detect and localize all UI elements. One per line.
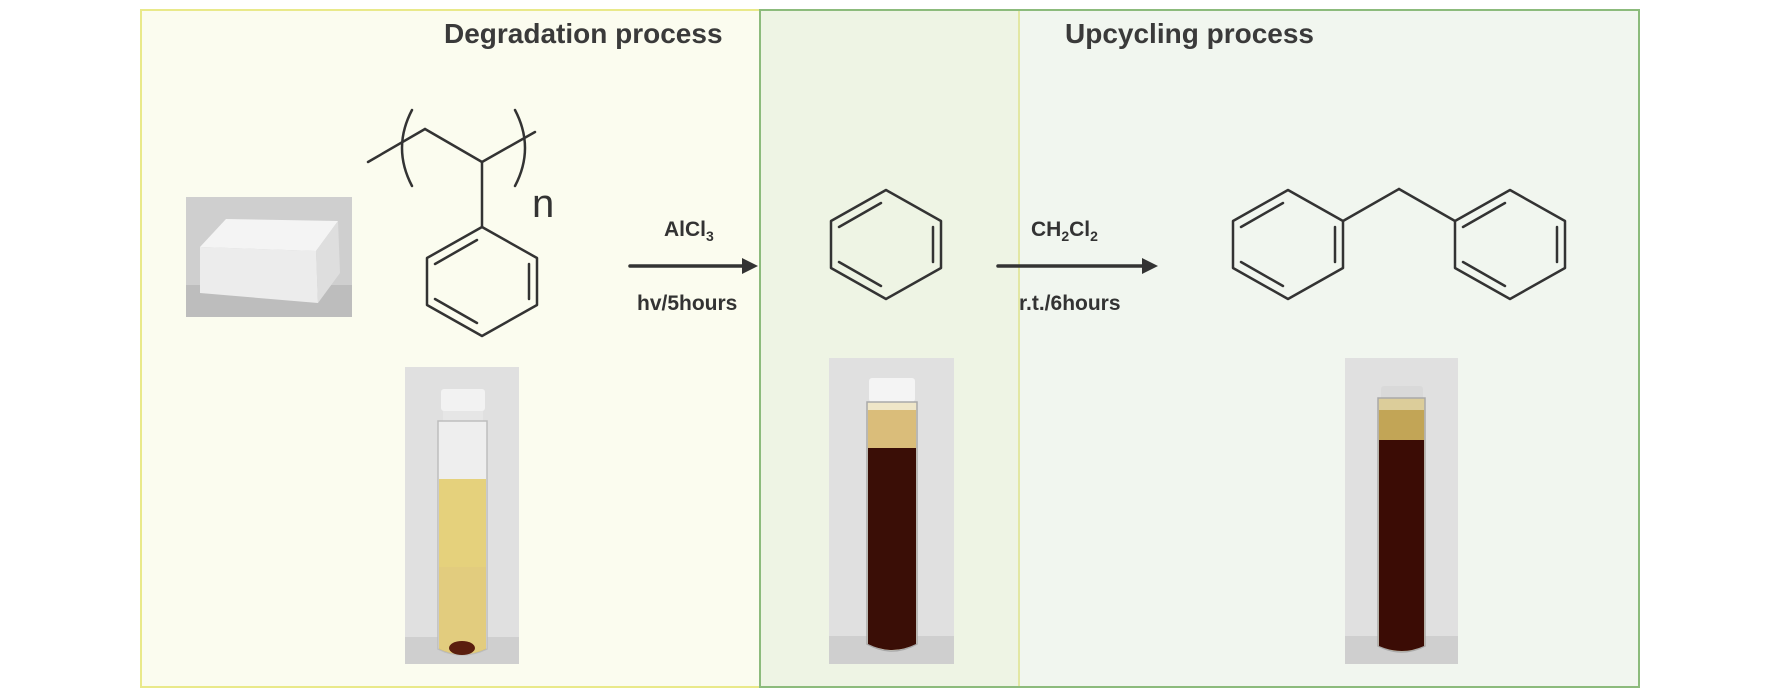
upcycling-title: Upcycling process <box>1065 18 1314 49</box>
diphenylmethane-product-tube-photo <box>1345 358 1458 664</box>
step2-conditions: r.t./6hours <box>1019 292 1121 315</box>
step2-reagent: CH2Cl2 <box>1031 218 1098 244</box>
benzene-structure <box>829 188 943 301</box>
degradation-arrow <box>628 258 758 274</box>
left-bracket <box>400 108 414 188</box>
polystyrene-structure <box>366 108 539 338</box>
benzene-intermediate-tube-photo <box>829 358 954 664</box>
degradation-title: Degradation process <box>444 18 723 49</box>
degradation-start-tube-photo <box>405 367 519 664</box>
right-bracket <box>513 108 527 188</box>
polystyrene-foam-photo <box>186 197 352 317</box>
upcycling-arrow <box>996 258 1158 274</box>
step1-reagent: AlCl3 <box>664 218 714 244</box>
diphenylmethane-structure <box>1231 187 1567 301</box>
repeat-unit-n: n <box>532 182 554 226</box>
step1-conditions: hv/5hours <box>637 292 738 315</box>
